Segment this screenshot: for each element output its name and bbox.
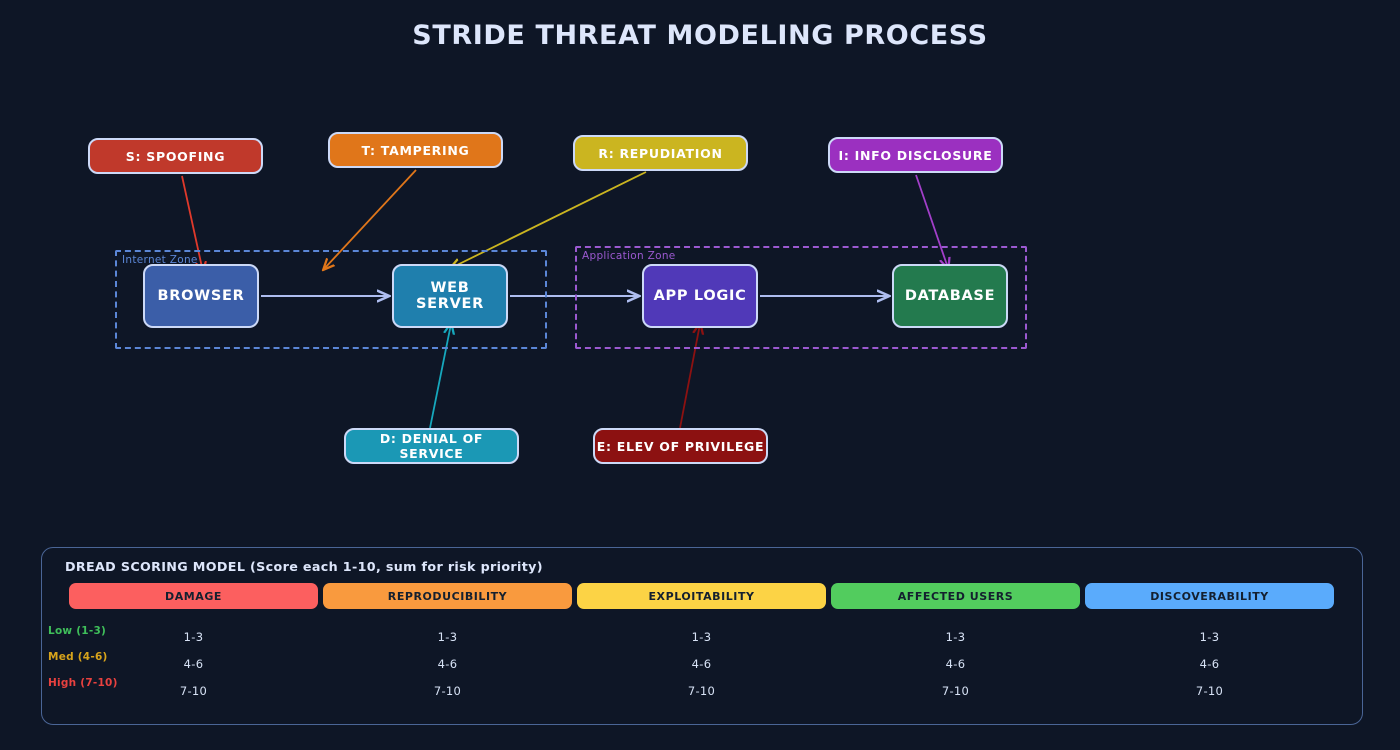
threat-label: D: DENIAL OF SERVICE — [379, 431, 484, 461]
node-browser[interactable]: BROWSER — [143, 264, 259, 328]
zone-label-application-zone: Application Zone — [582, 250, 676, 262]
dread-row-label: Med (4-6) — [48, 651, 108, 663]
dread-row-label: Low (1-3) — [48, 625, 107, 637]
dread-cell: 4-6 — [945, 657, 966, 671]
dread-cell: 4-6 — [1199, 657, 1220, 671]
dread-cell: 7-10 — [687, 684, 716, 698]
threat-label: R: REPUDIATION — [598, 145, 723, 161]
threat-label: I: INFO DISCLOSURE — [838, 147, 993, 163]
dread-row-label: High (7-10) — [48, 677, 118, 689]
dread-cell: 7-10 — [179, 684, 208, 698]
node-label: APP LOGIC — [653, 288, 747, 304]
dread-scoring-panel: DREAD SCORING MODEL (Score each 1-10, su… — [41, 547, 1363, 725]
dread-cell: 1-3 — [691, 630, 712, 644]
node-label: BROWSER — [157, 288, 245, 304]
threat-elevation-of-privilege[interactable]: E: ELEV OF PRIVILEGE — [593, 428, 768, 464]
dread-cell: 1-3 — [183, 630, 204, 644]
node-label: WEB SERVER — [415, 280, 484, 312]
dread-column-label: REPRODUCIBILITY — [387, 589, 508, 603]
dread-column-label: EXPLOITABILITY — [648, 589, 755, 603]
dread-column-label: DISCOVERABILITY — [1150, 589, 1269, 603]
threat-label: T: TAMPERING — [361, 142, 470, 158]
dread-column-label: AFFECTED USERS — [897, 589, 1014, 603]
dread-cell: 4-6 — [183, 657, 204, 671]
dread-column-header: AFFECTED USERS — [831, 583, 1080, 609]
dread-panel-title: DREAD SCORING MODEL (Score each 1-10, su… — [65, 559, 543, 574]
node-database[interactable]: DATABASE — [892, 264, 1008, 328]
dread-cell: 1-3 — [945, 630, 966, 644]
node-web_server[interactable]: WEB SERVER — [392, 264, 508, 328]
page-title: STRIDE THREAT MODELING PROCESS — [412, 20, 988, 51]
dread-cell: 4-6 — [437, 657, 458, 671]
zone-internet-zone — [115, 250, 547, 349]
dread-column-header: DISCOVERABILITY — [1085, 583, 1334, 609]
dread-cell: 1-3 — [1199, 630, 1220, 644]
dread-cell: 4-6 — [691, 657, 712, 671]
node-label: DATABASE — [904, 288, 996, 304]
threat-label: S: SPOOFING — [125, 148, 226, 164]
dread-cell: 7-10 — [433, 684, 462, 698]
threat-info-disclosure[interactable]: I: INFO DISCLOSURE — [828, 137, 1003, 173]
threat-tampering[interactable]: T: TAMPERING — [328, 132, 503, 168]
zone-application-zone — [575, 246, 1027, 349]
dread-column-header: REPRODUCIBILITY — [323, 583, 572, 609]
dread-cell: 7-10 — [941, 684, 970, 698]
threat-repudiation[interactable]: R: REPUDIATION — [573, 135, 748, 171]
threat-denial-of-service[interactable]: D: DENIAL OF SERVICE — [344, 428, 519, 464]
dread-cell: 1-3 — [437, 630, 458, 644]
dread-column-header: DAMAGE — [69, 583, 318, 609]
dread-cell: 7-10 — [1195, 684, 1224, 698]
threat-label: E: ELEV OF PRIVILEGE — [596, 438, 765, 454]
dread-column-label: DAMAGE — [165, 589, 222, 603]
node-app_logic[interactable]: APP LOGIC — [642, 264, 758, 328]
threat-spoofing[interactable]: S: SPOOFING — [88, 138, 263, 174]
dread-column-header: EXPLOITABILITY — [577, 583, 826, 609]
zone-label-internet-zone: Internet Zone — [122, 254, 198, 266]
